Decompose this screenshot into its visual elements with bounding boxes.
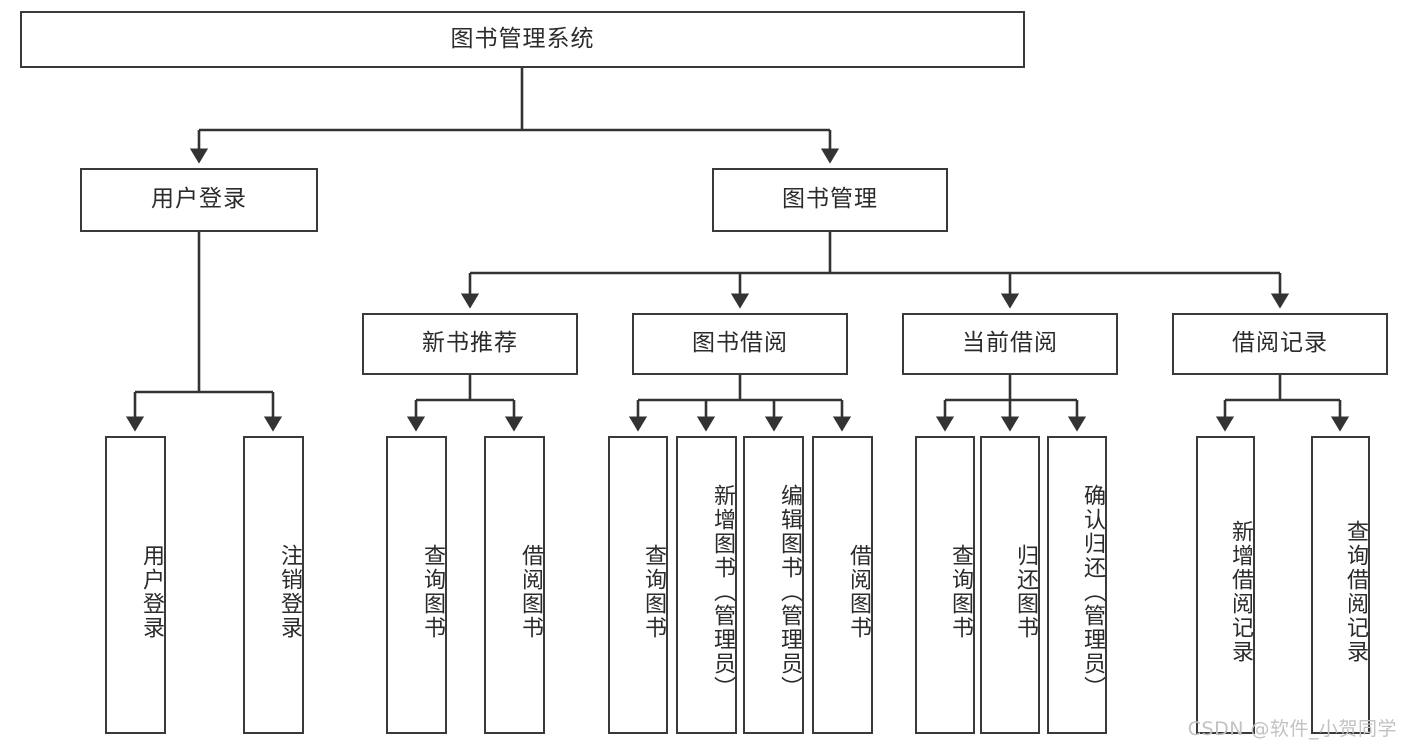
node-root[interactable]: 图书管理系统 bbox=[20, 11, 1025, 68]
node-new-book-recommend[interactable]: 新书推荐 bbox=[362, 313, 578, 375]
leaf-borrow-book[interactable]: 借阅图书 bbox=[812, 436, 873, 734]
node-current-borrow[interactable]: 当前借阅 bbox=[902, 313, 1118, 375]
node-book-manage[interactable]: 图书管理 bbox=[712, 168, 948, 232]
leaf-query-borrow-record[interactable]: 查询借阅记录 bbox=[1311, 436, 1370, 734]
leaf-user-login[interactable]: 用户登录 bbox=[105, 436, 166, 734]
leaf-borrow-book-new[interactable]: 借阅图书 bbox=[484, 436, 545, 734]
leaf-return-book[interactable]: 归还图书 bbox=[980, 436, 1040, 734]
node-user-login[interactable]: 用户登录 bbox=[80, 168, 318, 232]
leaf-add-book-admin[interactable]: 新增图书（管理员） bbox=[676, 436, 737, 734]
leaf-query-book-borrow[interactable]: 查询图书 bbox=[608, 436, 668, 734]
leaf-query-book-current[interactable]: 查询图书 bbox=[915, 436, 975, 734]
leaf-edit-book-admin[interactable]: 编辑图书（管理员） bbox=[743, 436, 804, 734]
leaf-add-borrow-record[interactable]: 新增借阅记录 bbox=[1196, 436, 1255, 734]
leaf-logout-login[interactable]: 注销登录 bbox=[243, 436, 304, 734]
leaf-confirm-return-admin[interactable]: 确认归还（管理员） bbox=[1047, 436, 1107, 734]
leaf-query-book-new[interactable]: 查询图书 bbox=[386, 436, 447, 734]
watermark-label: CSDN @软件_小贺同学 bbox=[1187, 718, 1397, 740]
node-borrow-record[interactable]: 借阅记录 bbox=[1172, 313, 1388, 375]
node-book-borrow[interactable]: 图书借阅 bbox=[632, 313, 848, 375]
